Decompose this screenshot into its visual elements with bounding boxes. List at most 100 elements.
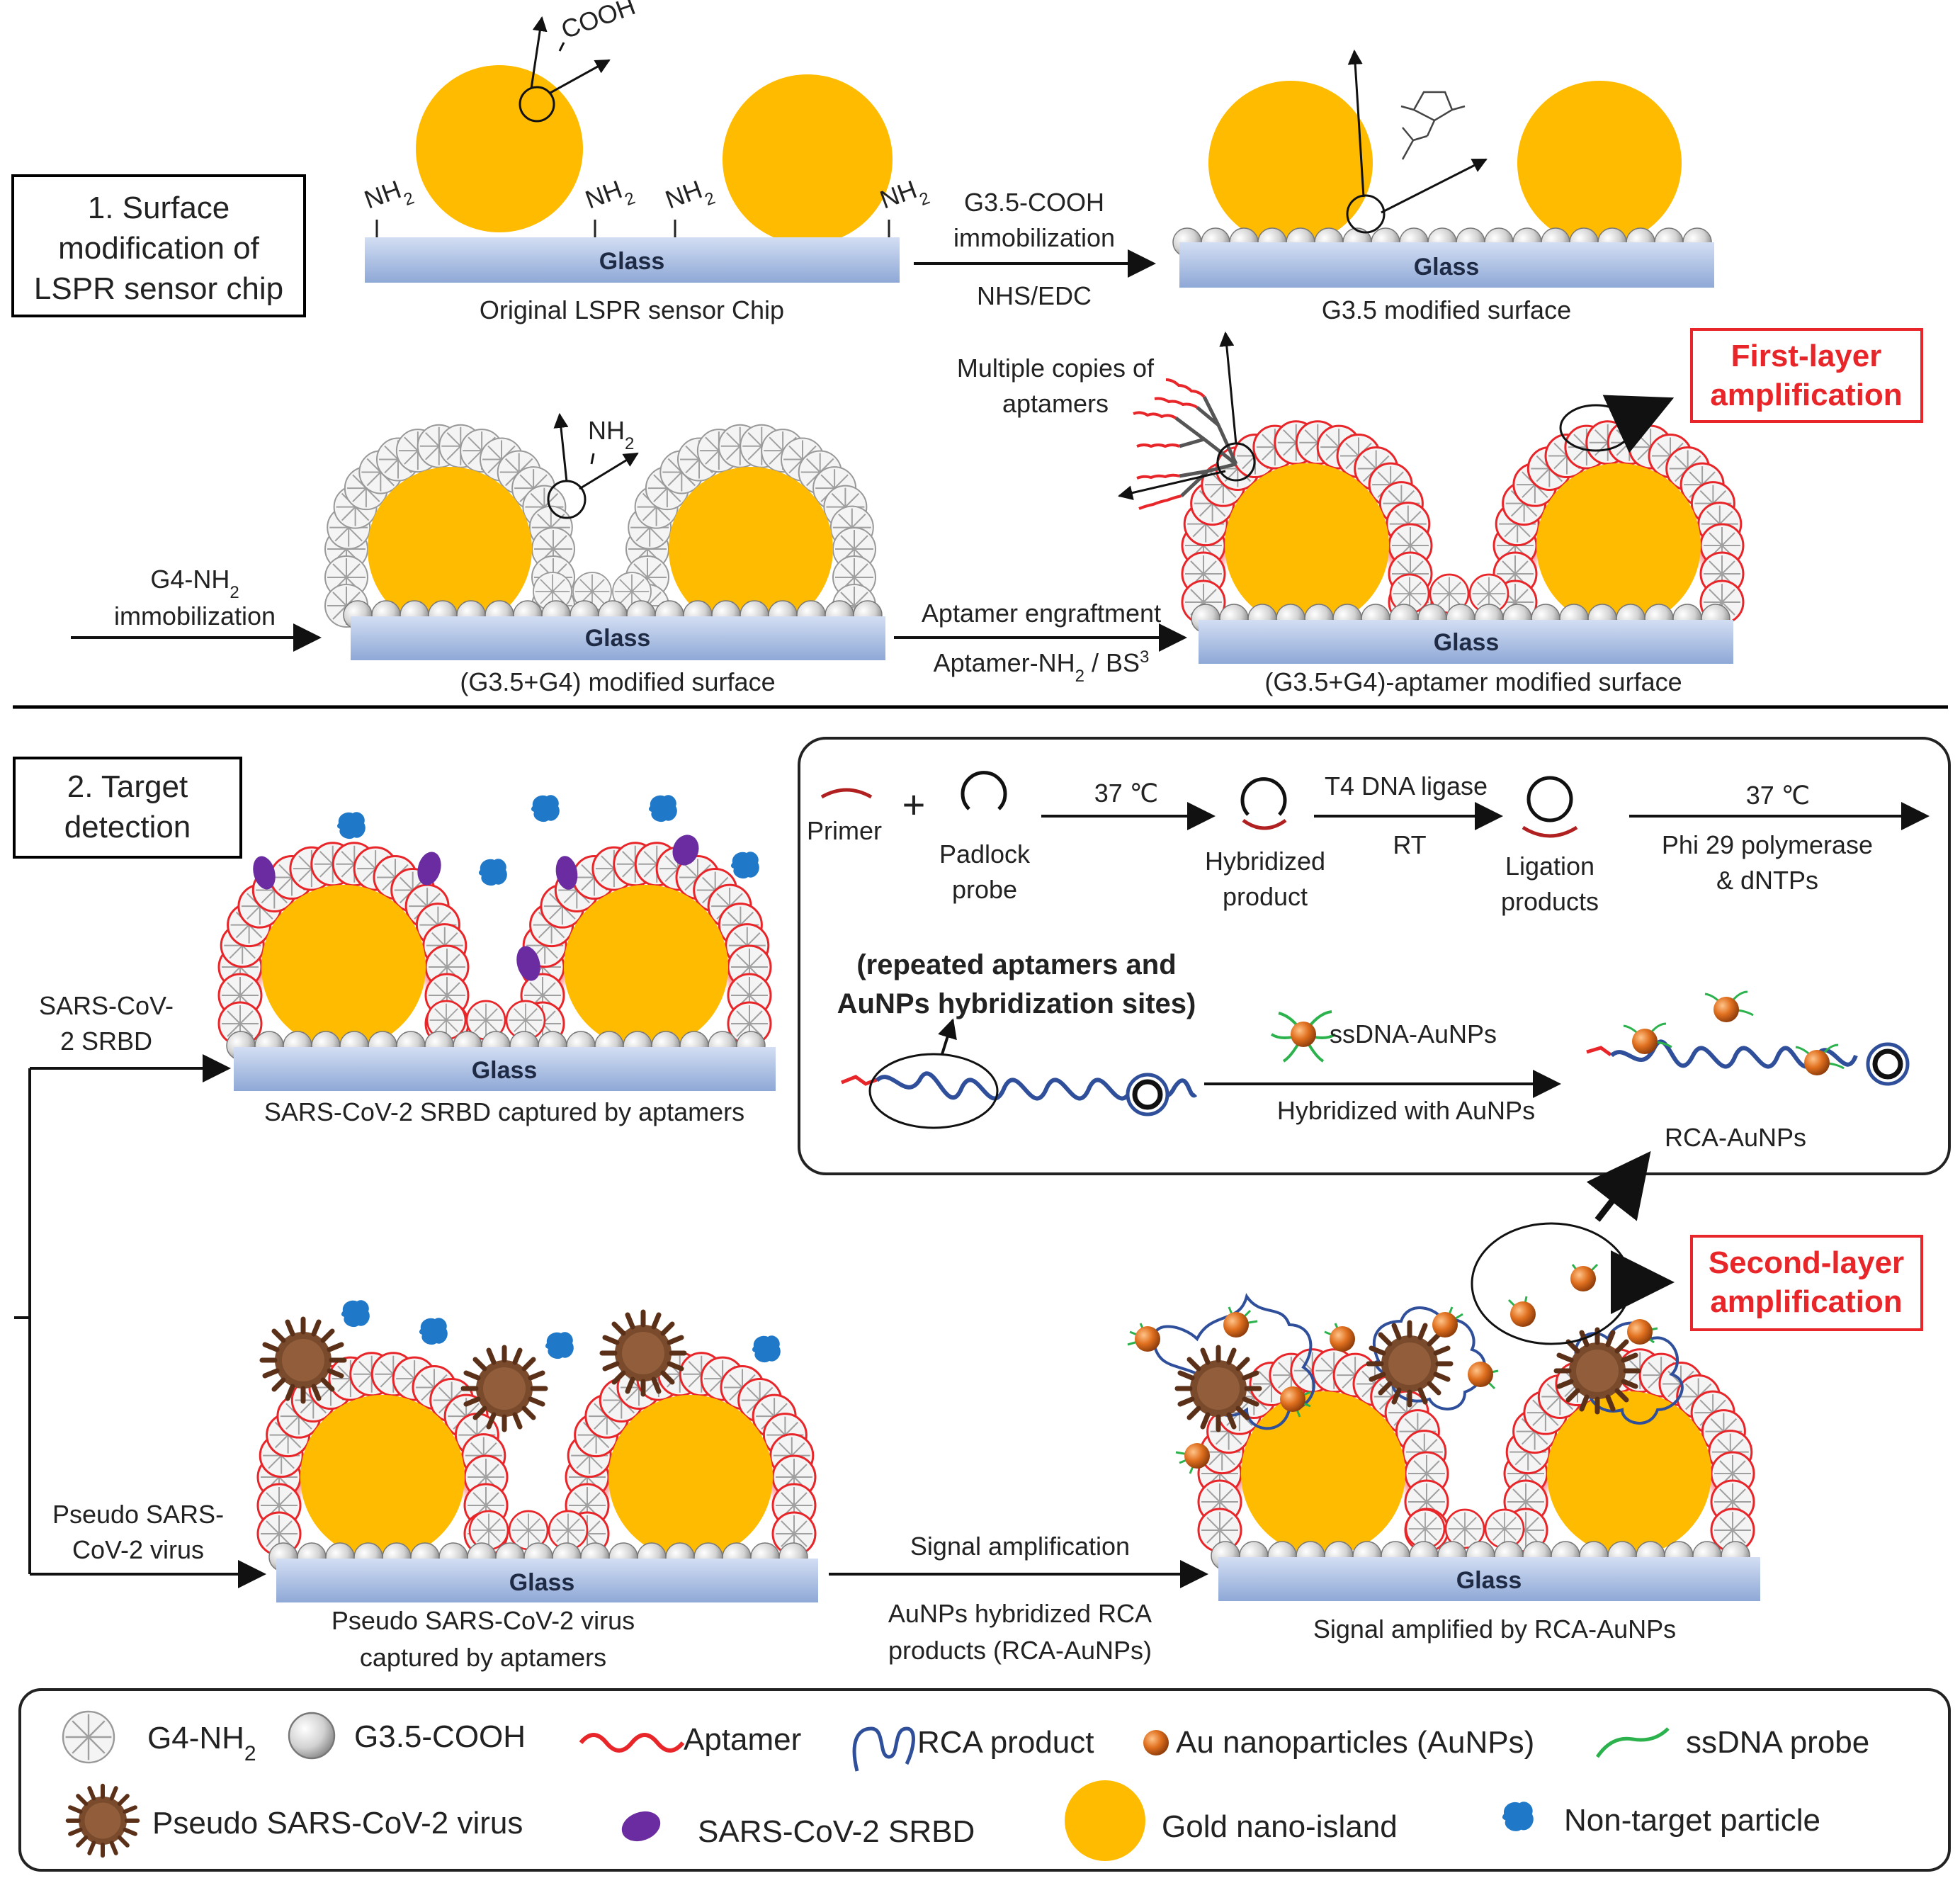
nh2-label: NH2: [582, 171, 638, 222]
primer-label: Primer: [807, 816, 882, 845]
original-chip-caption: Original LSPR sensor Chip: [480, 295, 784, 324]
original-chip: Glass NH2 NH2 NH2 NH2 COOH Original LSPR…: [361, 0, 932, 324]
ligation-product: [1526, 776, 1573, 822]
signal-arrow: Signal amplification AuNPs hybridized RC…: [829, 1532, 1208, 1665]
repeated-line1: (repeated aptamers and: [856, 949, 1176, 980]
pseudo-caption-line1: Pseudo SARS-CoV-2 virus: [332, 1606, 635, 1635]
section2: 2. Target detection SARS-CoV- 2 SRBD Pse…: [13, 737, 1951, 1672]
step2-top-label: Aptamer engraftment: [922, 599, 1161, 628]
step1-mid-label: immobilization: [953, 223, 1115, 252]
srbd-input-line2: 2 SRBD: [60, 1027, 152, 1056]
g4-immobilization-label: immobilization: [114, 601, 276, 631]
zoom-circle: [1346, 194, 1386, 234]
bound-virus-with-rca: [1127, 1263, 1684, 1474]
section1-title-box: [11, 174, 306, 317]
rca-process-box: Primer + Padlock probe 37 ℃ Hybridized p…: [798, 737, 1951, 1175]
hybridized-probe: [1240, 777, 1287, 816]
gold-nano-island: [723, 74, 893, 244]
temp1-label: 37 ℃: [1094, 779, 1158, 808]
au-nanoparticle-icon: [1143, 1730, 1169, 1755]
section1: 1. Surface modification of LSPR sensor c…: [11, 0, 1923, 696]
gold-nano-island: [1547, 1391, 1711, 1556]
padlock-line2: probe: [952, 875, 1017, 904]
signal-top-label: Signal amplification: [910, 1532, 1130, 1561]
ligation-line2: products: [1501, 887, 1599, 916]
step1-bottom-label: NHS/EDC: [977, 281, 1092, 310]
second-layer-line2: amplification: [1710, 1284, 1902, 1319]
signal-amplified-panel: Glass: [1127, 1150, 1923, 1644]
glass-label: Glass: [599, 248, 665, 275]
pseudo-virus-icon: [68, 1786, 138, 1856]
glass-substrate: [351, 616, 885, 660]
nh2-label: NH2: [662, 171, 718, 222]
g4-label: NHG4-NH2: [150, 565, 239, 602]
step2-arrow: Aptamer engraftment Aptamer-NH2 / BS3: [894, 599, 1187, 686]
signal-bottom-line1: AuNPs hybridized RCA: [888, 1599, 1152, 1628]
section2-title-line2: detection: [64, 810, 191, 844]
legend-label-srbd: SARS-CoV-2 SRBD: [698, 1814, 975, 1849]
signal-bottom-line2: products (RCA-AuNPs): [888, 1636, 1152, 1665]
aptamer-surface: Glass Multiple copies of aptamers: [957, 328, 1923, 696]
legend-label-aptamer: Aptamer: [684, 1722, 801, 1757]
glass-substrate: [365, 237, 900, 283]
g35g4-caption: (G3.5+G4) modified surface: [460, 667, 775, 696]
g35-caption: G3.5 modified surface: [1322, 295, 1571, 324]
first-layer-box: [1690, 328, 1923, 423]
glass-substrate: [276, 1559, 818, 1602]
second-layer-box: [1690, 1235, 1923, 1331]
section1-title-line3: LSPR sensor chip: [34, 271, 283, 306]
rt-label: RT: [1393, 830, 1426, 859]
step1-arrow: G3.5-COOH immobilization NHS/EDC: [914, 188, 1156, 310]
padlock-probe: [961, 771, 1007, 810]
zoom-ellipse: [868, 1053, 999, 1129]
ssdna-aunps-label: ssDNA-AuNPs: [1330, 1019, 1497, 1048]
multiple-copies-line1: Multiple copies of: [957, 354, 1155, 383]
rca-product-icon: [852, 1726, 915, 1772]
padlock-line1: Padlock: [939, 839, 1031, 869]
legend-box: [18, 1688, 1951, 1872]
glass-label: Glass: [1414, 254, 1480, 281]
second-layer-line1: Second-layer: [1709, 1245, 1904, 1280]
g4-arrow: NHG4-NH2 immobilization: [71, 565, 322, 652]
pseudo-captured-panel: Glass Pseudo SARS-CoV-2 virus captured b…: [256, 1300, 818, 1672]
legend-label-pseudo: Pseudo SARS-CoV-2 virus: [152, 1806, 523, 1840]
pseudo-input-line2: CoV-2 virus: [72, 1535, 204, 1564]
srbd-caption: SARS-CoV-2 SRBD captured by aptamers: [264, 1097, 744, 1126]
step2-bottom-label: Aptamer-NH2 / BS3: [934, 648, 1150, 686]
glass-label: Glass: [1456, 1567, 1522, 1594]
gold-nano-island: [564, 885, 728, 1049]
temp2-label: 37 ℃: [1746, 781, 1810, 810]
g35-cooh-icon: [288, 1712, 336, 1760]
nh2-label: NH2: [588, 416, 634, 453]
glass-substrate: [1218, 1557, 1760, 1601]
branch-lines: [14, 1054, 266, 1588]
g4-nh2-icon: [62, 1710, 115, 1764]
glass-label: Glass: [509, 1569, 575, 1596]
first-layer-line1: First-layer: [1731, 339, 1882, 373]
polymerase-line1: Phi 29 polymerase: [1662, 830, 1873, 859]
multiple-copies-line2: aptamers: [1002, 389, 1109, 418]
srbd-captured-panel: Glass SARS-CoV-2 SRBD captured by aptame…: [217, 795, 776, 1126]
step1-top-label: G3.5-COOH: [964, 188, 1104, 217]
glass-label: Glass: [585, 625, 651, 652]
zoom-ellipse: [1471, 1222, 1632, 1345]
hybridized-line2: product: [1223, 882, 1308, 911]
rca-aunps-label: RCA-AuNPs: [1665, 1123, 1806, 1152]
section2-title-line1: 2. Target: [67, 769, 188, 804]
gold-nano-island: [300, 1395, 465, 1559]
gold-nano-island: [1225, 463, 1389, 628]
hybridized-line1: Hybridized: [1205, 847, 1325, 876]
non-target-particle-icon: [1502, 1802, 1534, 1831]
legend-label-rca: RCA product: [917, 1725, 1094, 1760]
zoom-circle: [519, 86, 555, 123]
g35-g4-surface: Glass NH2 (G3.5+G4) modified surface: [324, 412, 885, 696]
nh2-label: NH2: [361, 171, 417, 222]
glass-label: Glass: [472, 1057, 538, 1084]
gold-nano-island: [1517, 81, 1682, 245]
legend-label-ssdna: ssDNA probe: [1686, 1725, 1869, 1760]
ssdna-aunp-graphic: [1270, 1010, 1337, 1063]
g35-surface: Glass G3.5 modified surface: [1172, 49, 1714, 324]
ssdna-probe-icon: [1595, 1727, 1670, 1758]
repeated-line2: AuNPs hybridization sites): [837, 988, 1196, 1019]
